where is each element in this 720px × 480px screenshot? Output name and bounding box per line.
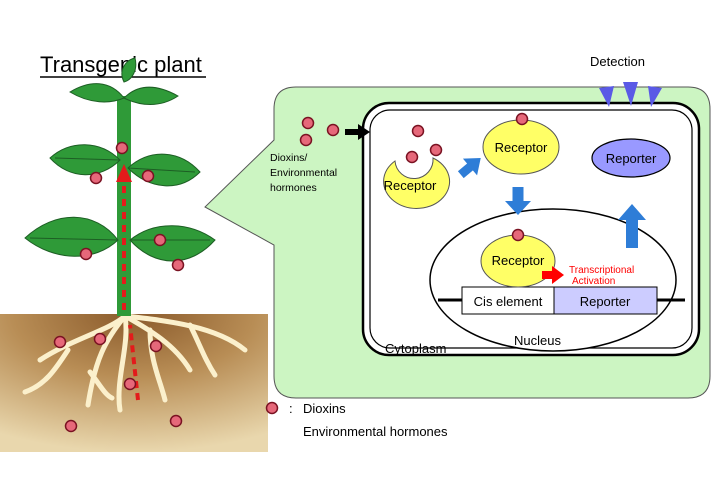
input-label-line3: hormones bbox=[270, 182, 317, 194]
cis-element-label: Cis element bbox=[474, 294, 543, 309]
cytoplasm-label: Cytoplasm bbox=[385, 341, 446, 356]
legend-colon: : bbox=[289, 401, 293, 416]
legend-dioxin-icon bbox=[265, 401, 279, 415]
bubble-dioxins bbox=[299, 112, 529, 242]
input-label-line1: Dioxins/ bbox=[270, 152, 307, 164]
legend-line2: Environmental hormones bbox=[303, 424, 448, 439]
detection-signal-icon bbox=[599, 82, 662, 107]
reporter-gene-label: Reporter bbox=[580, 294, 631, 309]
reporter-protein bbox=[591, 138, 671, 178]
receptor-nuclear-label: Receptor bbox=[492, 253, 545, 268]
flow-arrow-bind bbox=[457, 158, 481, 179]
roots bbox=[22, 313, 248, 413]
input-label-line2: Environmental bbox=[270, 167, 337, 179]
nucleus-label: Nucleus bbox=[514, 333, 561, 348]
receptor-bound-label: Receptor bbox=[495, 140, 548, 155]
receptor-bound-cytoplasm: Receptor bbox=[482, 119, 560, 175]
title: Transgenic plant bbox=[40, 52, 202, 77]
reporter-protein-label: Reporter bbox=[606, 151, 657, 166]
uptake-arrowhead bbox=[116, 164, 132, 182]
reporter-gene-box bbox=[553, 286, 658, 315]
activation-arrow bbox=[542, 266, 564, 284]
entry-arrow bbox=[345, 124, 370, 140]
detection-label: Detection bbox=[590, 54, 645, 69]
activation-label-line2: Activation bbox=[572, 276, 615, 287]
receptor-nuclear: Receptor bbox=[480, 234, 556, 288]
receptor-unbound-label: Receptor bbox=[384, 178, 437, 193]
legend-line1: Dioxins bbox=[303, 401, 346, 416]
receptor-unbound: Receptor bbox=[383, 157, 451, 209]
plant-dioxins bbox=[53, 141, 185, 433]
plant bbox=[24, 57, 216, 433]
flow-arrow-express bbox=[618, 204, 646, 248]
cis-element-box bbox=[461, 286, 555, 315]
leaf-veins bbox=[29, 157, 210, 241]
activation-label-line1: Transcriptional bbox=[569, 265, 634, 276]
uptake-arrow-root bbox=[128, 324, 140, 401]
flow-arrow-translocate bbox=[505, 187, 531, 215]
